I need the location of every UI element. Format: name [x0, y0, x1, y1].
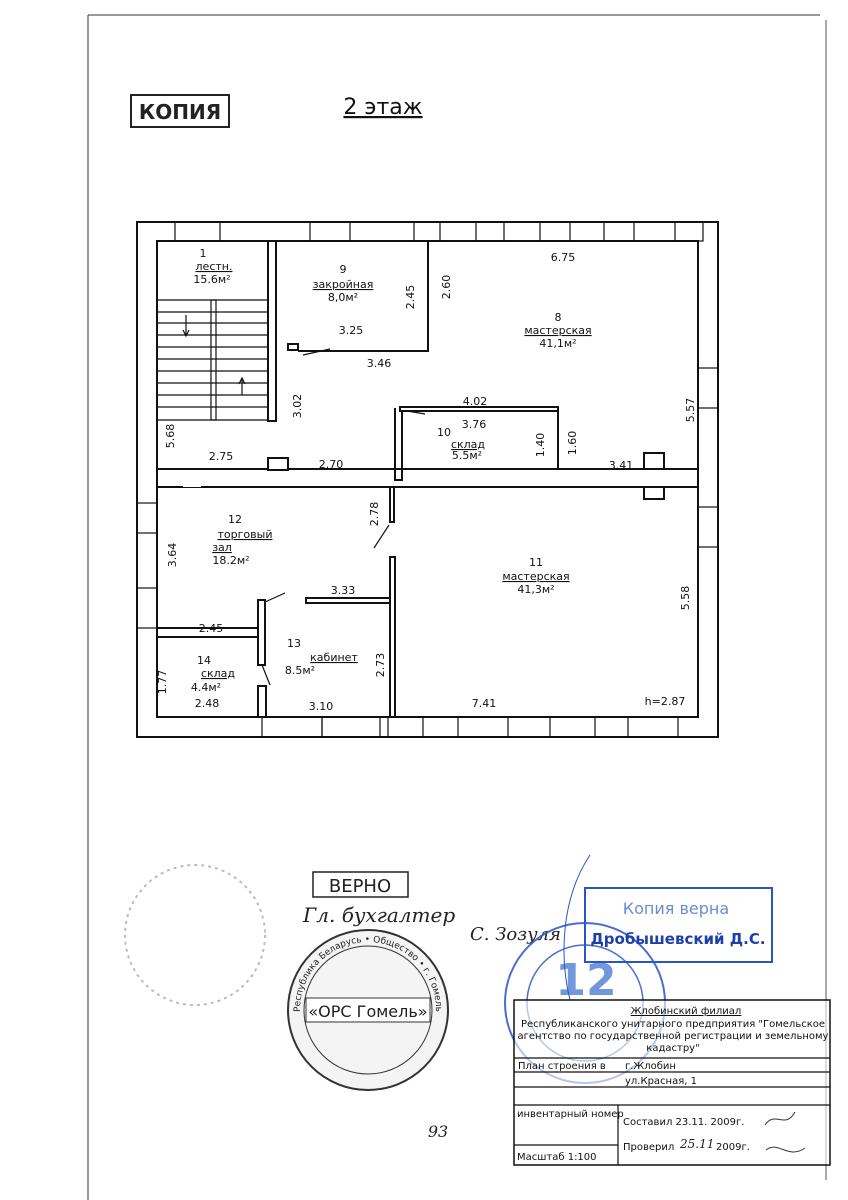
- svg-text:14: 14: [197, 654, 211, 667]
- faded-stamp: [124, 864, 266, 1006]
- svg-text:8: 8: [555, 311, 562, 324]
- signature-marks: [764, 1111, 806, 1153]
- svg-text:12: 12: [228, 513, 242, 526]
- floor-plan: [136, 221, 719, 738]
- svg-text:5.58: 5.58: [679, 586, 692, 611]
- svg-text:1.77: 1.77: [156, 670, 169, 695]
- checked-year: 2009г.: [716, 1142, 750, 1153]
- svg-text:мастерская: мастерская: [524, 324, 591, 337]
- svg-text:18.2м²: 18.2м²: [212, 554, 249, 567]
- svg-text:3.41: 3.41: [609, 459, 634, 472]
- street: ул.Красная, 1: [625, 1076, 697, 1087]
- svg-text:1.40: 1.40: [534, 433, 547, 458]
- svg-text:8.5м²: 8.5м²: [285, 664, 315, 677]
- title-block: Жлобинский филиал Республиканского унита…: [513, 999, 831, 1166]
- svg-text:4.02: 4.02: [463, 395, 488, 408]
- org-line-3: кадастру": [646, 1043, 699, 1054]
- svg-text:7.41: 7.41: [472, 697, 497, 710]
- room-8: 8 мастерская 41,1м²: [524, 311, 591, 350]
- svg-text:3.02: 3.02: [291, 394, 304, 419]
- copy-stamp-text: КОПИЯ: [139, 100, 221, 124]
- inventory-label: инвентарный номер: [517, 1109, 624, 1120]
- page-number: 93: [428, 1122, 448, 1141]
- room-11: 11 мастерская 41,3м²: [502, 556, 569, 596]
- svg-text:кабинет: кабинет: [310, 651, 358, 664]
- org-title: Жлобинский филиал: [631, 1006, 742, 1017]
- svg-text:2.60: 2.60: [440, 275, 453, 300]
- room-13: 13 кабинет 8.5м²: [285, 637, 359, 677]
- svg-text:5.68: 5.68: [164, 424, 177, 449]
- svg-text:1.60: 1.60: [566, 431, 579, 456]
- svg-text:2.70: 2.70: [319, 458, 344, 471]
- verno-stamp: ВЕРНО: [312, 871, 409, 898]
- svg-text:закройная: закройная: [313, 278, 374, 291]
- svg-text:h=2.87: h=2.87: [645, 695, 686, 708]
- verno-stamp-text: ВЕРНО: [329, 876, 391, 897]
- room-9: 9 закройная 8,0м²: [313, 263, 374, 304]
- svg-text:41,1м²: 41,1м²: [539, 337, 576, 350]
- svg-text:2.73: 2.73: [374, 653, 387, 678]
- scale-label: Масштаб 1:100: [517, 1152, 597, 1163]
- svg-text:1: 1: [200, 247, 207, 260]
- blue-stamp-number: 12: [555, 955, 616, 1006]
- svg-text:склад: склад: [451, 438, 485, 451]
- svg-text:3.33: 3.33: [331, 584, 356, 597]
- org-line-2: агентство по государственной регистрации…: [518, 1031, 829, 1042]
- svg-text:6.75: 6.75: [551, 251, 576, 264]
- staircase: [157, 241, 269, 421]
- room-10: 10 склад 5.5м²: [437, 426, 485, 462]
- svg-text:3.25: 3.25: [339, 324, 364, 337]
- svg-text:8,0м²: 8,0м²: [328, 291, 358, 304]
- svg-text:3.76: 3.76: [462, 418, 487, 431]
- svg-text:лестн.: лестн.: [196, 260, 233, 273]
- svg-text:2.45: 2.45: [404, 285, 417, 310]
- room-1: 1 лестн. 15.6м²: [193, 247, 232, 286]
- svg-text:3.10: 3.10: [309, 700, 334, 713]
- signature-stroke: [563, 854, 591, 1001]
- copy-verified-name: Дробышевский Д.С.: [590, 930, 765, 948]
- copy-stamp: КОПИЯ: [130, 94, 230, 128]
- compiled-by: Составил 23.11. 2009г.: [623, 1117, 744, 1128]
- handwritten-signature: С. Зозуля: [470, 924, 561, 945]
- copy-verified-stamp: Копия верна Дробышевский Д.С.: [584, 887, 773, 963]
- svg-text:5.5м²: 5.5м²: [452, 449, 482, 462]
- svg-text:4.4м²: 4.4м²: [191, 681, 221, 694]
- city: г.Жлобин: [625, 1061, 676, 1072]
- svg-text:2.45: 2.45: [199, 622, 224, 635]
- handwritten-title: Гл. бухгалтер: [302, 903, 455, 927]
- svg-text:2.78: 2.78: [368, 502, 381, 527]
- svg-text:10: 10: [437, 426, 451, 439]
- dimension-labels: 6.75 2.45 2.60 3.25 3.46 3.02 4.02 3.76 …: [156, 251, 697, 713]
- room-14: 14 склад 4.4м²: [191, 654, 236, 694]
- svg-text:13: 13: [287, 637, 301, 650]
- svg-text:3.64: 3.64: [166, 543, 179, 568]
- room-12: 12 торговый зал 18.2м²: [212, 513, 272, 567]
- svg-text:зал: зал: [212, 541, 232, 554]
- svg-text:41,3м²: 41,3м²: [517, 583, 554, 596]
- svg-text:склад: склад: [201, 667, 235, 680]
- round-stamp-center-text: «ОРС Гомель»: [308, 1002, 427, 1021]
- checked-date: 25.11: [679, 1137, 714, 1151]
- svg-text:5.57: 5.57: [684, 398, 697, 423]
- floor-title: 2 этаж: [343, 95, 422, 120]
- room-labels: 1 лестн. 15.6м² 9 закройная 8,0м² 8 маст…: [191, 247, 592, 694]
- checked-by-label: Проверил: [623, 1142, 674, 1153]
- org-line-1: Республиканского унитарного предприятия …: [521, 1019, 825, 1030]
- svg-text:9: 9: [340, 263, 347, 276]
- svg-text:2.75: 2.75: [209, 450, 234, 463]
- svg-text:2.48: 2.48: [195, 697, 220, 710]
- svg-text:11: 11: [529, 556, 543, 569]
- svg-text:15.6м²: 15.6м²: [193, 273, 230, 286]
- svg-text:торговый: торговый: [218, 528, 273, 541]
- copy-verified-text: Копия верна: [623, 899, 729, 918]
- svg-text:3.46: 3.46: [367, 357, 392, 370]
- svg-text:мастерская: мастерская: [502, 570, 569, 583]
- ors-gomel-round-stamp: Республика Беларусь • Общество • г. Гоме…: [287, 929, 449, 1091]
- plan-label: План строения в: [518, 1061, 606, 1072]
